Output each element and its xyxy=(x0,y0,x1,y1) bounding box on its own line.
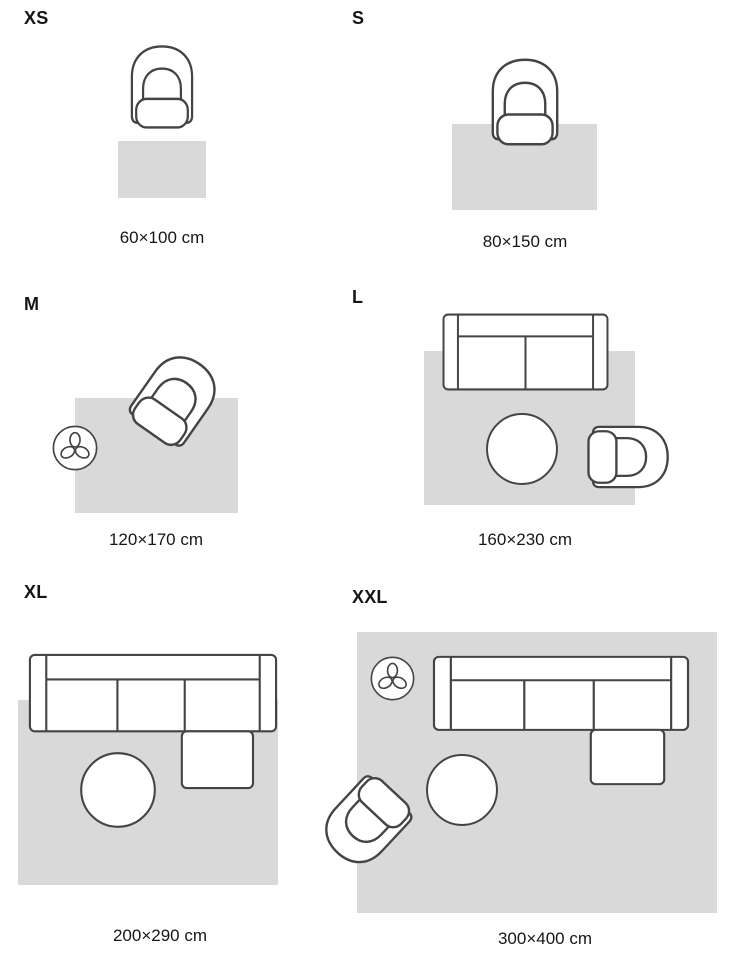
size-dimensions-s: 80×150 cm xyxy=(482,232,568,251)
size-dimensions-xs: 60×100 cm xyxy=(119,228,205,247)
armchair-icon xyxy=(491,58,559,146)
plant-icon xyxy=(52,425,98,471)
plant-icon xyxy=(370,656,415,701)
size-label-m: M xyxy=(24,294,40,314)
rug xyxy=(118,141,206,198)
size-label-l: L xyxy=(352,287,364,307)
size-dimensions-m: 120×170 cm xyxy=(108,530,204,549)
round-table-icon xyxy=(486,413,558,485)
sofa-icon xyxy=(442,313,609,391)
size-dimensions-xl: 200×290 cm xyxy=(112,926,208,945)
armchair-icon xyxy=(587,425,669,489)
size-label-s: S xyxy=(352,8,365,28)
armchair-icon xyxy=(130,45,194,129)
size-label-xs: XS xyxy=(24,8,49,28)
size-dimensions-xxl: 300×400 cm xyxy=(497,929,593,948)
round-table-icon xyxy=(426,754,498,826)
size-dimensions-l: 160×230 cm xyxy=(477,530,573,549)
size-label-xxl: XXL xyxy=(352,587,388,607)
round-table-icon xyxy=(80,752,156,828)
size-label-xl: XL xyxy=(24,582,48,602)
